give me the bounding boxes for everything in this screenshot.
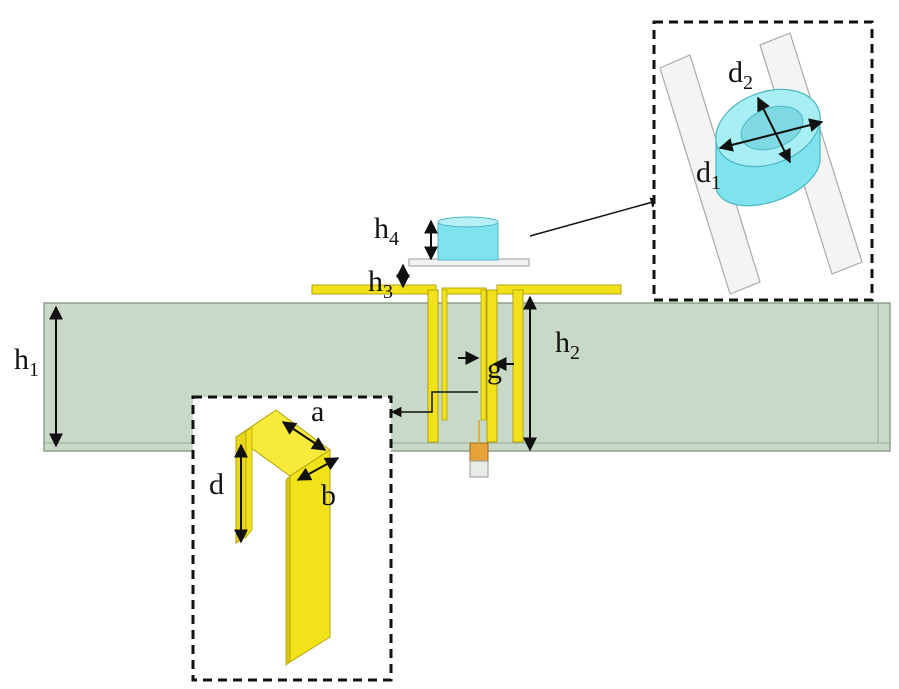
feed-strips xyxy=(427,287,524,443)
label-h1: h1 xyxy=(14,343,39,381)
dim-g xyxy=(458,351,514,371)
coax-connector xyxy=(469,420,489,478)
pointer-to-strip-zoom xyxy=(390,391,478,418)
dim-b xyxy=(296,457,340,481)
label-d: d xyxy=(209,468,224,501)
label-d2: d2 xyxy=(728,56,753,94)
dielectric-resonator xyxy=(437,216,499,261)
label-h2: h2 xyxy=(555,326,580,364)
dim-d2 xyxy=(757,96,791,164)
label-g: g xyxy=(487,352,502,385)
label-b: b xyxy=(321,479,336,512)
substrate xyxy=(43,302,891,452)
label-h3: h3 xyxy=(368,265,393,303)
label-d1: d1 xyxy=(696,156,721,194)
zoom-box-strip xyxy=(191,395,393,682)
label-a: a xyxy=(311,395,324,428)
dim-a xyxy=(281,421,327,451)
label-h4: h4 xyxy=(374,212,399,250)
zoom-box-dr xyxy=(652,20,874,302)
pointer-to-dr-zoom xyxy=(529,197,662,237)
